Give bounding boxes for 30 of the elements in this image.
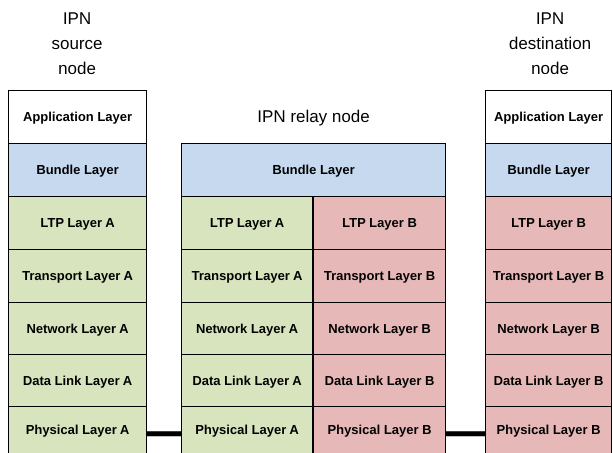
protocol-layer-box: Network Layer A: [8, 302, 147, 356]
protocol-layer-box: Physical Layer A: [181, 406, 313, 453]
protocol-layer-box: LTP Layer B: [485, 196, 612, 250]
node-heading: IPN source node: [50, 8, 104, 80]
protocol-layer-box: Application Layer: [485, 90, 612, 144]
protocol-layer-box: Physical Layer A: [8, 406, 147, 453]
protocol-layer-box: Data Link Layer B: [313, 354, 446, 408]
protocol-layer-box: Application Layer: [8, 90, 147, 144]
protocol-layer-box: Transport Layer A: [181, 249, 313, 304]
protocol-layer-box: Physical Layer B: [485, 406, 612, 453]
protocol-layer-box: LTP Layer A: [181, 196, 313, 250]
node-heading: IPN relay node: [256, 106, 371, 128]
protocol-layer-box: LTP Layer A: [8, 196, 147, 250]
protocol-layer-box: Data Link Layer A: [181, 354, 313, 408]
connector-line: [147, 431, 181, 436]
protocol-layer-box: Transport Layer B: [313, 249, 446, 304]
protocol-layer-box: Transport Layer B: [485, 249, 612, 304]
protocol-layer-box: Bundle Layer: [485, 143, 612, 198]
protocol-layer-box: Bundle Layer: [181, 143, 446, 198]
protocol-layer-box: LTP Layer B: [313, 196, 446, 250]
protocol-layer-box: Network Layer A: [181, 302, 313, 356]
protocol-layer-box: Transport Layer A: [8, 249, 147, 304]
node-heading: IPN destination node: [508, 8, 592, 80]
protocol-layer-box: Data Link Layer A: [8, 354, 147, 408]
protocol-layer-box: Network Layer B: [313, 302, 446, 356]
connector-line: [446, 431, 485, 436]
protocol-layer-box: Network Layer B: [485, 302, 612, 356]
protocol-layer-box: Physical Layer B: [313, 406, 446, 453]
protocol-layer-box: Bundle Layer: [8, 143, 147, 198]
protocol-layer-box: Data Link Layer B: [485, 354, 612, 408]
